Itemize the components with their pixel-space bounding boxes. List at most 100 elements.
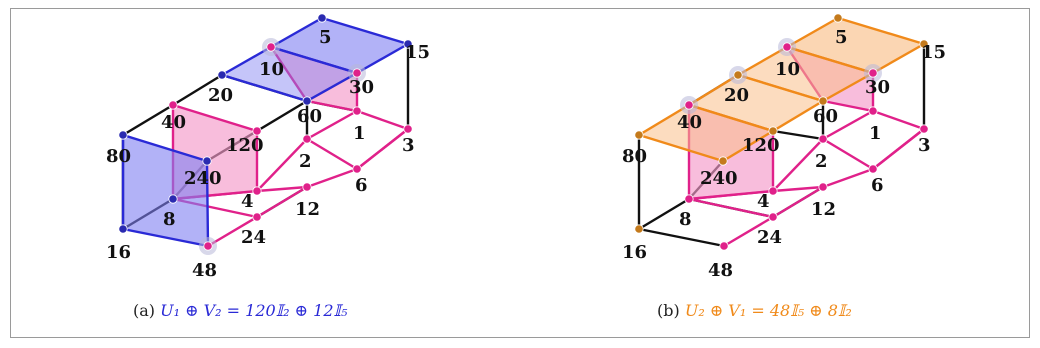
label-n20: 20	[208, 85, 233, 106]
label-n12: 12	[295, 199, 320, 220]
node-n15	[403, 39, 413, 49]
node-n16	[634, 224, 644, 234]
caption-b: (b) U₂ ⊕ V₁ = 48𝕀₅ ⊕ 8𝕀₂	[657, 301, 852, 320]
node-n240	[202, 156, 212, 166]
label-n30: 30	[865, 77, 890, 98]
label-n6: 6	[355, 175, 368, 196]
label-n8: 8	[679, 209, 692, 230]
edge-magenta-4	[821, 109, 875, 141]
node-n48	[719, 241, 729, 251]
node-n120	[768, 126, 778, 136]
caption-a: (a) U₁ ⊕ V₂ = 120𝕀₂ ⊕ 12𝕀₅	[133, 301, 347, 320]
node-n2	[302, 134, 312, 144]
node-n24	[252, 212, 262, 222]
label-n48: 48	[192, 260, 217, 281]
node-n8	[168, 194, 178, 204]
label-n24: 24	[757, 227, 782, 248]
node-n20	[733, 70, 743, 80]
node-n40	[168, 100, 178, 110]
node-n10	[782, 42, 792, 52]
edge-black-9	[771, 129, 825, 141]
edge-magenta-4	[305, 109, 359, 141]
node-n12	[302, 182, 312, 192]
caption-b-label: (b)	[657, 301, 680, 320]
label-n3: 3	[918, 135, 931, 156]
node-n60	[818, 96, 828, 106]
edge-magenta-9	[771, 185, 825, 193]
node-n5	[833, 13, 843, 23]
label-n4: 4	[241, 191, 254, 212]
edge-magenta-2	[771, 185, 825, 219]
label-n4: 4	[757, 191, 770, 212]
label-n6: 6	[871, 175, 884, 196]
label-n30: 30	[349, 77, 374, 98]
label-n10: 10	[259, 59, 284, 80]
label-n8: 8	[163, 209, 176, 230]
node-n60	[302, 96, 312, 106]
label-n16: 16	[622, 242, 647, 263]
node-n240	[718, 156, 728, 166]
node-n10	[266, 42, 276, 52]
node-n20	[217, 70, 227, 80]
node-n2	[818, 134, 828, 144]
node-n48	[203, 241, 213, 251]
node-n30	[352, 68, 362, 78]
label-n5: 5	[835, 27, 848, 48]
label-n1: 1	[869, 123, 882, 144]
label-n40: 40	[677, 112, 702, 133]
label-n15: 15	[921, 42, 946, 63]
label-n240: 240	[184, 168, 222, 189]
node-n80	[118, 130, 128, 140]
label-n120: 120	[742, 135, 780, 156]
edge-magenta-2	[255, 185, 309, 219]
node-n80	[634, 130, 644, 140]
label-n15: 15	[405, 42, 430, 63]
edge-magenta-8	[305, 137, 359, 171]
edge-magenta-7	[871, 109, 926, 131]
label-n5: 5	[319, 27, 332, 48]
edge-magenta-1	[821, 167, 875, 189]
label-n60: 60	[297, 106, 322, 127]
label-n3: 3	[402, 135, 415, 156]
node-n12	[818, 182, 828, 192]
node-n6	[868, 164, 878, 174]
caption-a-formula: U₁ ⊕ V₂ = 120𝕀₂ ⊕ 12𝕀₅	[160, 301, 348, 320]
label-n2: 2	[815, 151, 828, 172]
edge-black-1	[637, 227, 726, 248]
label-n240: 240	[700, 168, 738, 189]
edge-magenta-5	[255, 137, 309, 193]
edge-magenta-9	[255, 185, 309, 193]
node-n4	[252, 186, 262, 196]
node-n1	[868, 106, 878, 116]
node-n16	[118, 224, 128, 234]
edge-magenta-7	[355, 109, 410, 131]
edge-black-1	[121, 103, 175, 137]
node-n3	[919, 124, 929, 134]
node-n8	[684, 194, 694, 204]
label-n12: 12	[811, 199, 836, 220]
edge-magenta-10	[687, 197, 775, 219]
node-n24	[768, 212, 778, 222]
node-n5	[317, 13, 327, 23]
label-n40: 40	[161, 112, 186, 133]
label-n1: 1	[353, 123, 366, 144]
edge-magenta-11	[871, 127, 926, 171]
edge-magenta-1	[305, 167, 359, 189]
label-n10: 10	[775, 59, 800, 80]
caption-a-label: (a)	[133, 301, 156, 320]
node-n4	[768, 186, 778, 196]
edge-magenta-3	[722, 215, 775, 248]
label-n60: 60	[813, 106, 838, 127]
label-n48: 48	[708, 260, 733, 281]
edge-magenta-8	[821, 137, 875, 171]
node-n6	[352, 164, 362, 174]
edge-black-0	[171, 73, 224, 107]
edge-magenta-5	[771, 137, 825, 193]
edge-magenta-3	[206, 215, 259, 248]
edge-black-2	[637, 197, 691, 231]
node-n1	[352, 106, 362, 116]
node-n40	[684, 100, 694, 110]
